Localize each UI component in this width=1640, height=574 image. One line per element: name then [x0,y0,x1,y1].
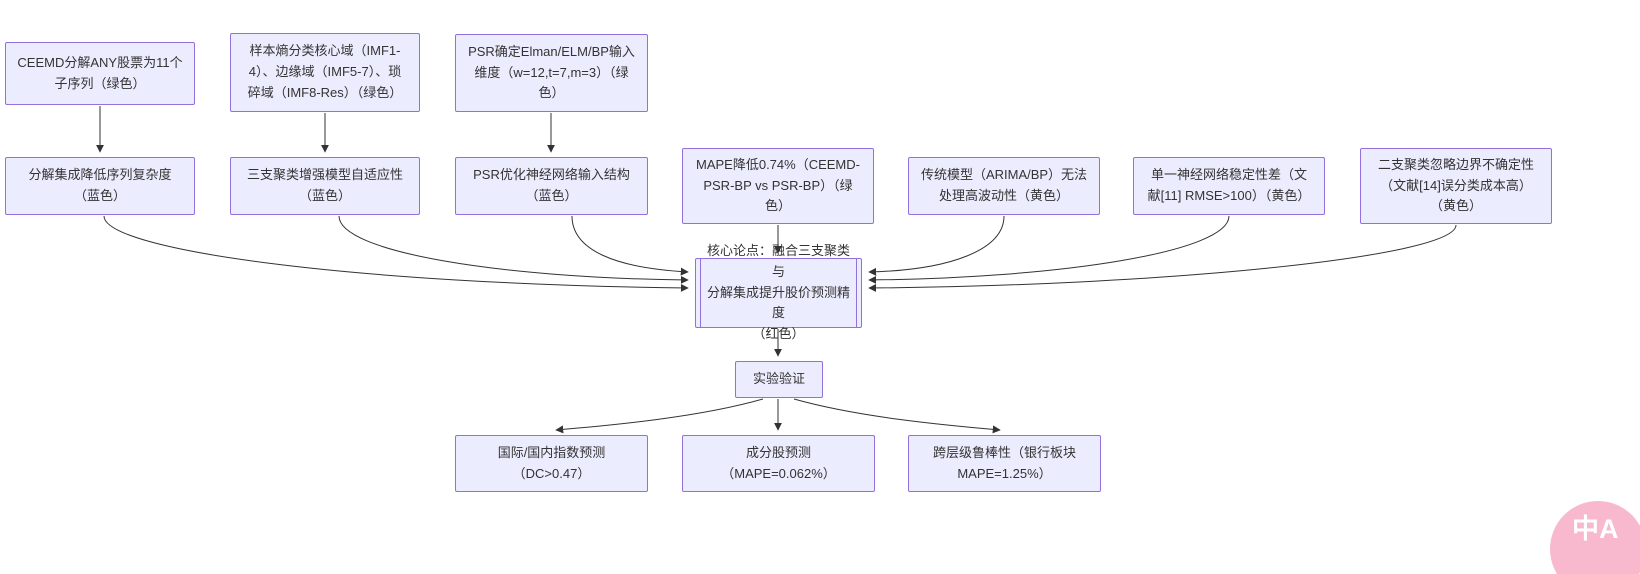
node-J: 二支聚类忽略边界不确定性 （文献[14]误分类成本高） （黄色） [1360,148,1552,224]
translate-toggle-button[interactable]: 中A [1550,501,1640,574]
edge-D-K [103,215,689,292]
node-F: PSR优化神经网络输入结构 （蓝色） [455,157,648,215]
node-M: 国际/国内指数预测 （DC>0.47） [455,435,648,492]
edge-I-K [868,215,1230,284]
node-I: 单一神经网络稳定性差（文 献[11] RMSE>100）（黄色） [1133,157,1325,215]
node-K: 核心论点：融合三支聚类与 分解集成提升股价预测精度 （红色） [695,243,862,341]
node-D: 分解集成降低序列复杂度 （蓝色） [5,157,195,215]
edge-F-K [571,215,689,276]
node-A: CEEMD分解ANY股票为11个 子序列（绿色） [5,42,195,105]
edge-L-O [793,398,1001,434]
node-E: 三支聚类增强模型自适应性 （蓝色） [230,157,420,215]
translate-toggle-label: 中A [1572,514,1619,544]
node-B: 样本熵分类核心域（IMF1- 4）、边缘域（IMF5-7）、琐 碎域（IMF8-… [230,33,420,112]
node-N: 成分股预测 （MAPE=0.062%） [682,435,875,492]
edge-H-K [868,215,1005,276]
node-L: 实验验证 [735,361,823,398]
edge-J-K [868,224,1457,292]
node-C: PSR确定Elman/ELM/BP输入 维度（w=12,t=7,m=3）（绿 色… [455,34,648,112]
node-G: MAPE降低0.74%（CEEMD- PSR-BP vs PSR-BP）（绿 色… [682,148,874,224]
node-O: 跨层级鲁棒性（银行板块 MAPE=1.25%） [908,435,1101,492]
edge-E-K [338,215,689,284]
node-H: 传统模型（ARIMA/BP）无法 处理高波动性（黄色） [908,157,1100,215]
edge-L-M [555,398,764,434]
